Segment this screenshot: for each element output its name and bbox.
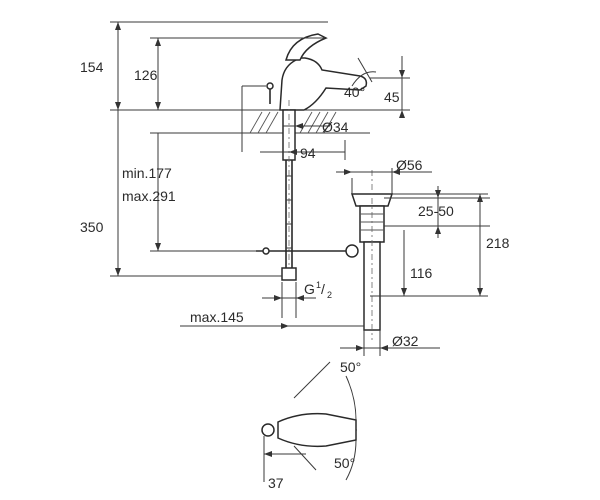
- faucet-body: [279, 57, 368, 111]
- label-diameter-56: Ø56: [396, 157, 423, 173]
- label-thread-g-half: G 1 / 2: [304, 280, 332, 300]
- svg-text:2: 2: [327, 290, 332, 300]
- label-diameter-32: Ø32: [392, 333, 419, 349]
- faucet-top-view: [261, 361, 360, 482]
- label-50-degrees-bottom: 50°: [334, 455, 355, 471]
- lever-handle: [285, 33, 328, 61]
- label-40-degrees: 40°: [344, 84, 365, 100]
- dimension-labels: 154 126 40° 45 Ø34 94 min.177 max.291 35…: [80, 59, 510, 491]
- label-154: 154: [80, 59, 104, 75]
- label-94: 94: [300, 145, 316, 161]
- faucet-side-view: [245, 33, 370, 282]
- label-126: 126: [134, 67, 158, 83]
- top-view-lever: [277, 412, 357, 448]
- dimension-lines: [110, 21, 490, 356]
- label-diameter-34: Ø34: [322, 119, 349, 135]
- label-218: 218: [486, 235, 510, 251]
- label-max-291: max.291: [122, 188, 176, 204]
- svg-text:/: /: [321, 281, 325, 297]
- label-25-50: 25-50: [418, 203, 454, 219]
- countertop: [245, 109, 370, 134]
- waste-assembly: [345, 170, 394, 340]
- label-350: 350: [80, 219, 104, 235]
- label-max-145: max.145: [190, 309, 244, 325]
- label-45: 45: [384, 89, 400, 105]
- label-50-degrees-top: 50°: [340, 359, 361, 375]
- label-116: 116: [410, 265, 433, 281]
- label-37: 37: [268, 475, 284, 491]
- svg-text:1: 1: [316, 280, 321, 290]
- label-min-177: min.177: [122, 165, 172, 181]
- svg-text:G: G: [304, 281, 315, 297]
